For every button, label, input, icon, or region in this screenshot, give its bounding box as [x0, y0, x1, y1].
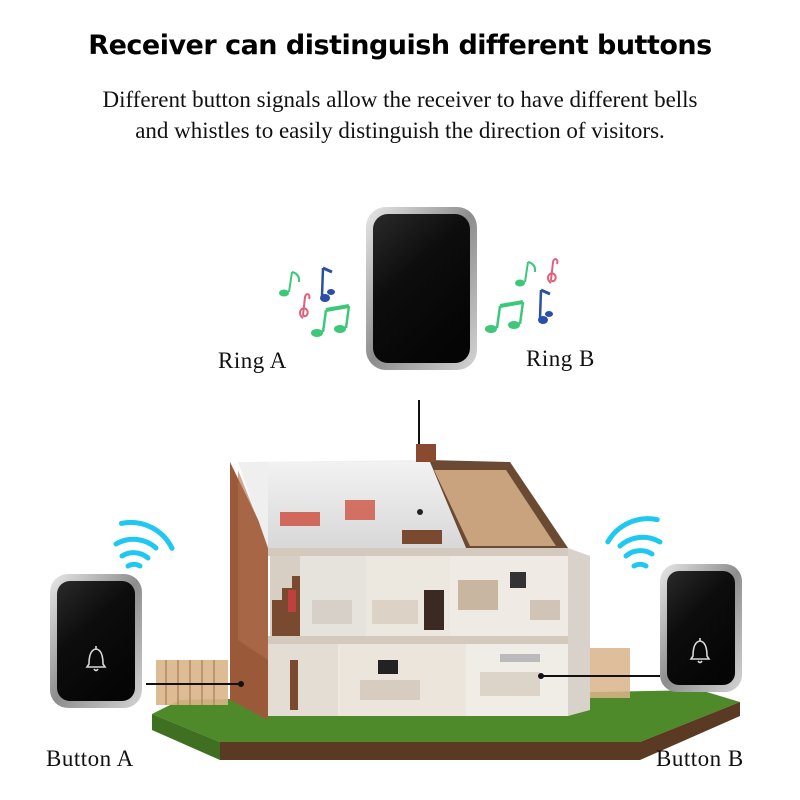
page-subtitle: Different button signals allow the recei… — [102, 87, 698, 143]
button-b-label: Button B — [656, 746, 744, 771]
ring-a-label: Ring A — [218, 348, 287, 373]
music-notes-icon-right — [485, 258, 559, 333]
bell-icon — [689, 638, 711, 664]
house-cutaway — [152, 444, 740, 760]
wifi-signal-icon-right — [605, 516, 663, 569]
wifi-signal-icon-left — [113, 520, 175, 569]
button-b-device — [660, 564, 742, 692]
button-a-device — [50, 574, 142, 708]
receiver-device — [366, 207, 477, 370]
music-notes-icon-left — [279, 266, 351, 337]
page-title: Receiver can distinguish different butto… — [88, 30, 712, 61]
button-a-label: Button A — [46, 746, 134, 771]
ring-b-label: Ring B — [526, 346, 595, 371]
bell-icon — [85, 646, 107, 672]
